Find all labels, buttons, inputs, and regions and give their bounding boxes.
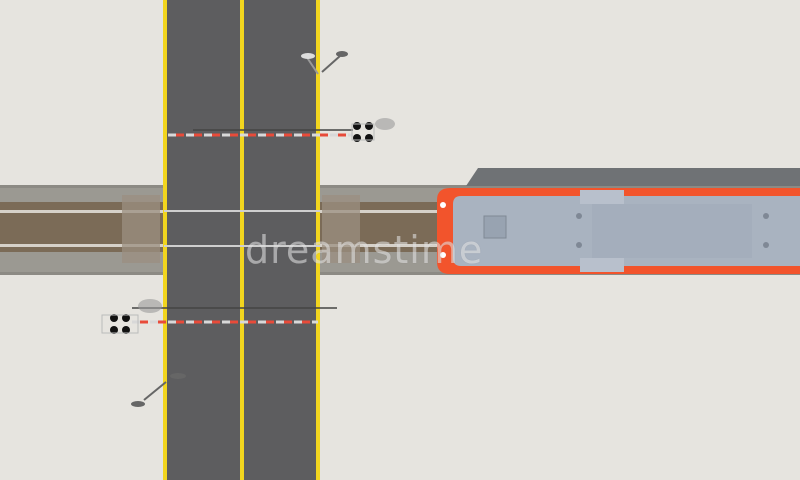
signal-light-4 bbox=[365, 134, 373, 142]
lamp-shadow bbox=[321, 55, 341, 73]
roof-detail-4 bbox=[763, 242, 769, 248]
roof-detail-3 bbox=[763, 213, 769, 219]
roof-vent-bottom bbox=[580, 258, 624, 272]
signal-light-3 bbox=[110, 326, 118, 334]
train-shadow bbox=[466, 168, 800, 186]
lamp-head bbox=[170, 373, 186, 379]
signal-light-2 bbox=[365, 122, 373, 130]
roof-panel bbox=[592, 204, 752, 258]
road bbox=[163, 0, 320, 480]
road-rail-bottom bbox=[164, 245, 320, 247]
signal-light-1 bbox=[353, 122, 361, 130]
roof-hatch bbox=[483, 215, 507, 239]
lamp-pole bbox=[143, 381, 167, 401]
signal-post bbox=[351, 123, 375, 141]
signal-post bbox=[101, 314, 139, 334]
signal-light-3 bbox=[353, 134, 361, 142]
lamp-head bbox=[301, 53, 315, 59]
road-rail-top bbox=[164, 210, 320, 212]
rail-top-left bbox=[0, 210, 164, 213]
road-edge-left bbox=[163, 0, 167, 480]
front-light-2 bbox=[440, 252, 446, 258]
signal-shadow bbox=[375, 118, 395, 130]
lamp-shadow-head bbox=[131, 401, 145, 407]
street-lamp-bottom bbox=[131, 373, 186, 407]
roof-detail-1 bbox=[576, 213, 582, 219]
rail-bottom-left bbox=[0, 244, 164, 247]
street-lamp-top bbox=[301, 51, 348, 75]
signal-light-4 bbox=[122, 326, 130, 334]
train-locomotive bbox=[437, 168, 800, 274]
roof-detail-2 bbox=[576, 242, 582, 248]
signal-light-1 bbox=[110, 314, 118, 322]
roof-vent-top bbox=[580, 190, 624, 204]
signal-shadow bbox=[138, 299, 162, 313]
crossing-panel-left bbox=[122, 195, 160, 263]
road-center-line bbox=[240, 0, 244, 480]
crossing-panel-right bbox=[322, 195, 360, 263]
crossing-barrier-bottom bbox=[101, 299, 337, 334]
road-edge-right bbox=[316, 0, 320, 480]
crossing-barrier-top bbox=[168, 118, 395, 142]
lamp-shadow-head bbox=[336, 51, 348, 57]
signal-light-2 bbox=[122, 314, 130, 322]
front-light-1 bbox=[440, 202, 446, 208]
